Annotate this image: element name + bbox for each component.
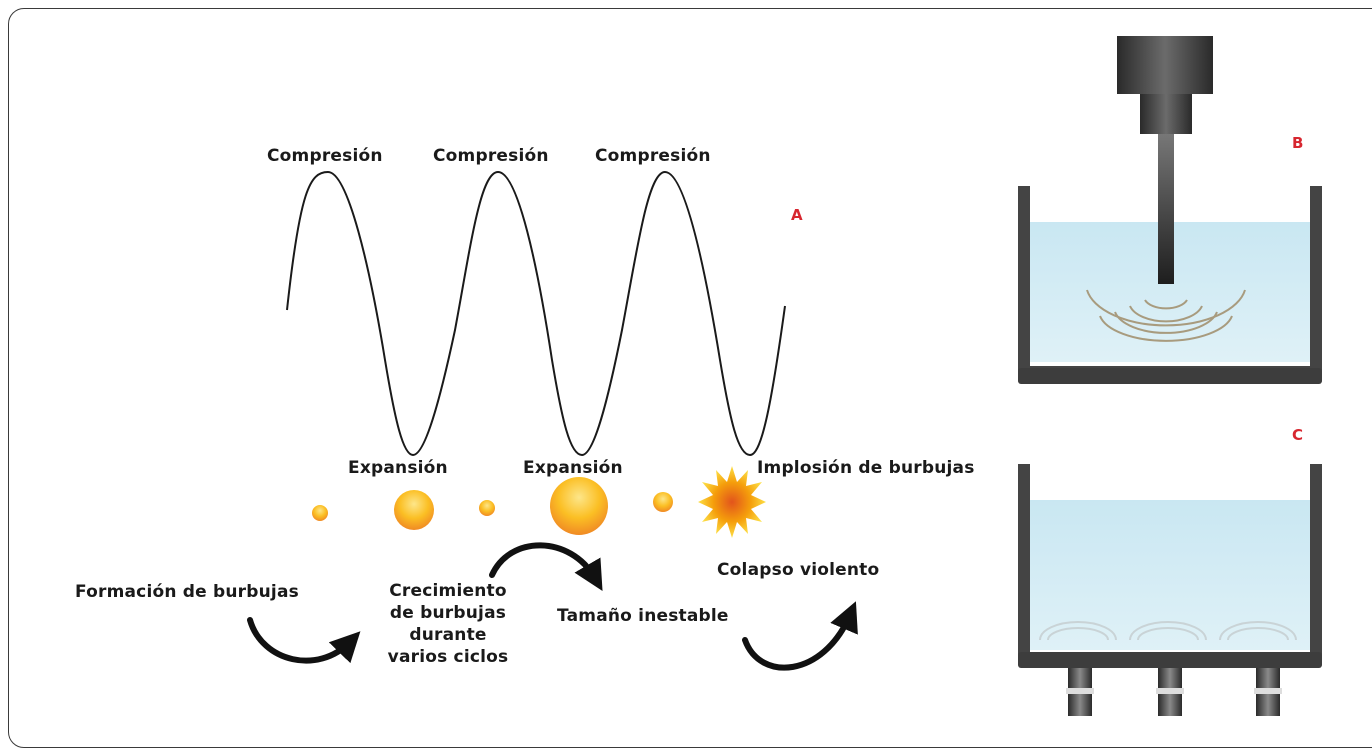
implosion-label: Implosión de burbujas: [757, 458, 975, 478]
expansion-label-2: Expansión: [523, 458, 623, 478]
probe-horn: [1140, 94, 1192, 134]
arrow-formation-growth: [247, 617, 361, 664]
bubble-implosion-burst: [698, 466, 766, 538]
bubble-medium: [394, 490, 434, 530]
compression-label-1: Compresión: [267, 146, 383, 166]
pressure-wave: [286, 170, 786, 457]
probe-bath: [1018, 36, 1322, 384]
panel-label-a: A: [791, 206, 803, 224]
expansion-label-1: Expansión: [348, 458, 448, 478]
growth-line-2: de burbujas: [389, 603, 507, 623]
probe-rod: [1158, 134, 1174, 284]
cavitation-diagram: [247, 36, 1322, 716]
ultrasonic-bath: [1018, 464, 1322, 716]
arrow-growth-unstable: [489, 542, 603, 591]
growth-line-1: Crecimiento: [389, 581, 507, 601]
unstable-size-label: Tamaño inestable: [557, 606, 729, 626]
compression-label-2: Compresión: [433, 146, 549, 166]
bubble-small-3: [653, 492, 673, 512]
panel-label-c: C: [1292, 426, 1304, 444]
growth-label: Crecimiento de burbujas durante varios c…: [368, 580, 528, 668]
arrow-unstable-collapse: [742, 601, 858, 671]
compression-label-3: Compresión: [595, 146, 711, 166]
growth-line-3: durante: [409, 625, 487, 645]
growth-line-4: varios ciclos: [387, 647, 509, 667]
formation-label: Formación de burbujas: [75, 582, 299, 602]
bubble-large: [550, 477, 608, 535]
panel-label-b: B: [1292, 134, 1304, 152]
probe-head: [1117, 36, 1213, 94]
bubble-small-2: [479, 500, 495, 516]
bubble-small-1: [312, 505, 328, 521]
violent-collapse-label: Colapso violento: [717, 560, 880, 580]
